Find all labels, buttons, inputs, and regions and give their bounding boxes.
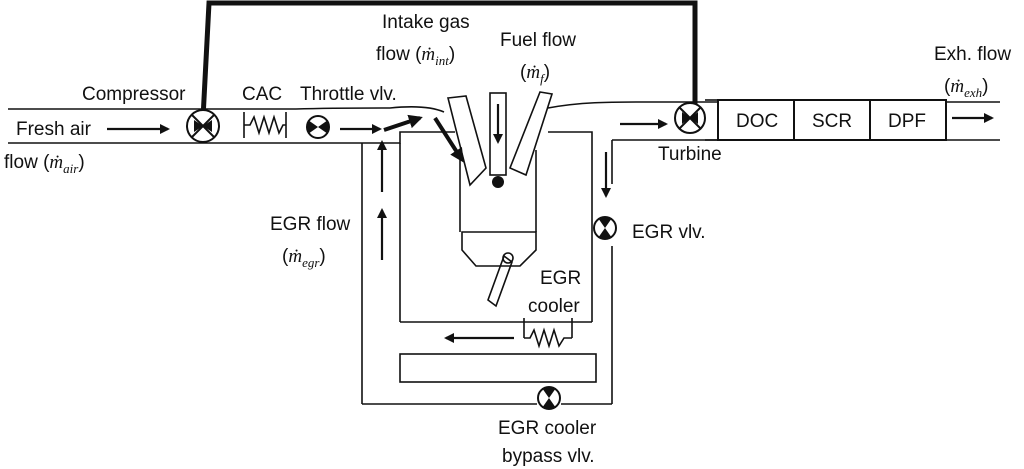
doc-label: DOC: [736, 111, 778, 132]
throttle-valve-icon: [306, 115, 330, 139]
exhaust-runner: [508, 91, 554, 177]
intake-gas-label-line2: flow (ṁint): [376, 44, 455, 68]
scr-block: [793, 99, 871, 141]
compressor-label: Compressor: [82, 84, 186, 105]
intake-arrow-bold: [383, 114, 423, 132]
wrist-pin: [502, 252, 514, 264]
cac-cooler-icon: [243, 112, 287, 138]
engine-block: [399, 131, 593, 323]
fresh-air-label-line2: flow (ṁair): [4, 152, 85, 176]
compressor-icon: [186, 109, 220, 143]
bypass-valve-label-line2: bypass vlv.: [502, 446, 595, 467]
fuel-flow-label-line2: (ṁf): [520, 62, 550, 86]
throttle-label: Throttle vlv.: [300, 84, 397, 105]
turbo-shaft: [200, 0, 698, 119]
egr-cooler-icon: [523, 318, 573, 349]
dpf-label: DPF: [888, 111, 926, 132]
fresh-air-label-line1: Fresh air: [16, 119, 92, 140]
fuel-injector: [489, 92, 507, 176]
injector-tip: [492, 176, 504, 188]
cac-label: CAC: [242, 84, 282, 105]
egr-loop: [361, 143, 612, 405]
turbine-icon: [674, 102, 706, 134]
egr-flow-label-line2: (ṁegr): [282, 246, 326, 270]
egr-cooler-label-line2: cooler: [528, 296, 580, 317]
egr-cooler-label-line1: EGR: [540, 268, 581, 289]
bypass-valve-icon: [537, 386, 561, 410]
intake-down-arrow-bold: [433, 116, 464, 163]
scr-label: SCR: [812, 111, 852, 132]
dpf-block: [869, 99, 947, 141]
exh-flow-label-line2: (ṁexh): [944, 76, 988, 100]
turbine-label: Turbine: [658, 144, 722, 165]
egr-valve-label: EGR vlv.: [632, 222, 706, 243]
intake-runner: [446, 95, 487, 187]
egr-flow-label-line1: EGR flow: [270, 214, 351, 235]
egr-valve-icon: [593, 216, 617, 240]
exhaust-pipe: [547, 101, 1000, 404]
fuel-flow-label-line1: Fuel flow: [500, 30, 576, 51]
exh-flow-label-line1: Exh. flow: [934, 44, 1011, 65]
intake-gas-label-line1: Intake gas: [382, 12, 470, 33]
piston: [461, 231, 537, 267]
bypass-valve-label-line1: EGR cooler: [498, 418, 597, 439]
